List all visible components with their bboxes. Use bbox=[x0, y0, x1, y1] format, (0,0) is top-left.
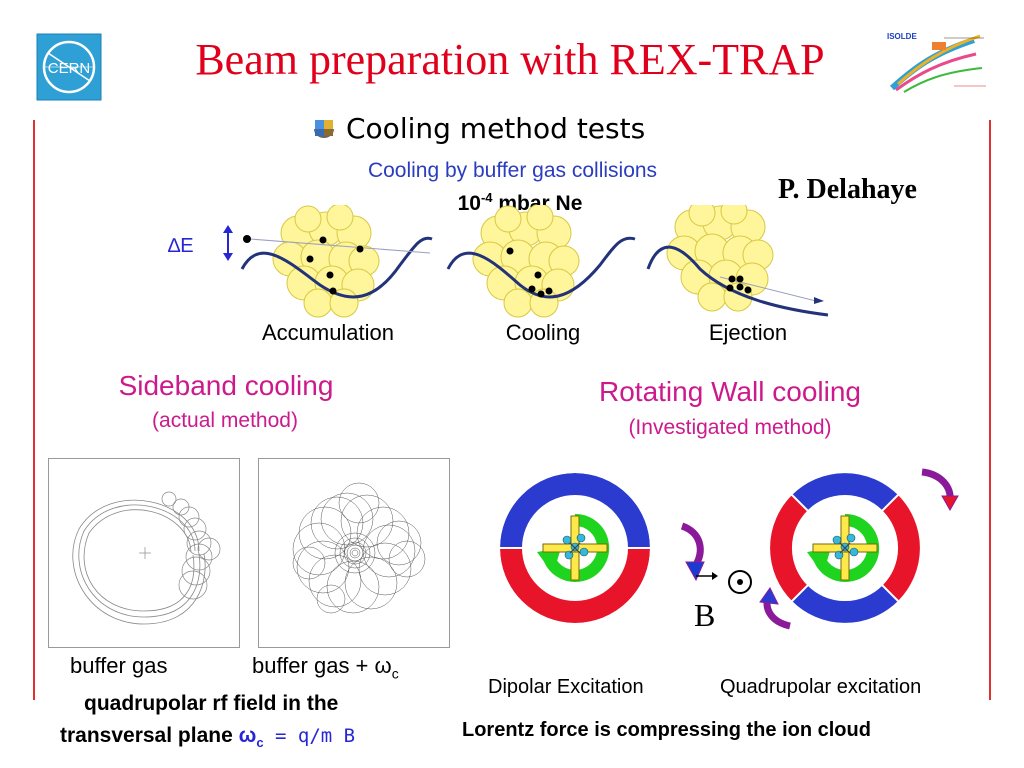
pressure-exponent: -4 bbox=[480, 190, 493, 205]
sideband-subtitle: (actual method) bbox=[152, 409, 298, 432]
delta-e-label: ∆E bbox=[168, 235, 194, 257]
sideband-title: Sideband cooling bbox=[118, 370, 334, 401]
lorentz-conclusion: Lorentz force is compressing the ion clo… bbox=[462, 719, 871, 741]
delta-e-arrow-icon bbox=[223, 225, 233, 261]
ejection-label: Ejection bbox=[708, 320, 788, 345]
quadrupolar-note-line1: quadrupolar rf field in the bbox=[84, 692, 339, 715]
section-heading: Cooling method tests bbox=[312, 110, 645, 146]
buffer-gas-orbit-panel bbox=[48, 458, 240, 648]
ejection-cloud bbox=[666, 197, 774, 312]
quadrupolar-ring bbox=[768, 471, 922, 625]
pressure-base: 10 bbox=[457, 192, 481, 215]
buffer-gas-caption: buffer gas bbox=[70, 653, 168, 678]
quadrupolar-label: Quadrupolar excitation bbox=[720, 676, 922, 698]
magnetic-field-icon bbox=[696, 570, 752, 594]
buffer-gas-diagram: ∆E bbox=[160, 197, 840, 330]
section-heading-text: Cooling method tests bbox=[346, 111, 646, 145]
isolde-logo: ISOLDE bbox=[884, 28, 994, 100]
cooling-label: Cooling bbox=[505, 320, 581, 345]
magnetic-field-label: B bbox=[694, 597, 715, 633]
pressure-label: 10-4 mbar Ne bbox=[420, 190, 620, 216]
svg-text:ISOLDE: ISOLDE bbox=[887, 32, 917, 41]
bullet-icon bbox=[314, 120, 334, 138]
author-name: P. Delahaye bbox=[778, 174, 917, 205]
cern-logo-icon: CERN bbox=[36, 33, 102, 101]
accumulation-label: Accumulation bbox=[261, 320, 395, 345]
buffer-gas-wc-caption-text: buffer gas + ω bbox=[252, 653, 392, 678]
left-border-line bbox=[33, 120, 35, 700]
cyclotron-formula: = q/m B bbox=[263, 725, 356, 747]
rotating-wall-subtitle: (Investigated method) bbox=[628, 416, 832, 439]
page-title: Beam preparation with REX-TRAP bbox=[195, 35, 825, 84]
omega-symbol: ω bbox=[238, 724, 257, 747]
cern-logo: CERN bbox=[36, 33, 102, 101]
rotating-wall-diagram: B bbox=[490, 450, 970, 650]
ejection-potential bbox=[646, 245, 829, 317]
buffer-gas-subtitle: Cooling by buffer gas collisions bbox=[367, 159, 658, 182]
dipolar-ring bbox=[497, 471, 653, 625]
buffer-gas-wc-orbit-plot bbox=[292, 482, 426, 614]
buffer-gas-wc-caption: buffer gas + ωc bbox=[252, 653, 399, 681]
transversal-plane-text: transversal plane bbox=[60, 724, 239, 747]
svg-text:CERN: CERN bbox=[48, 60, 91, 77]
accumulation-potential bbox=[240, 236, 433, 299]
cooling-potential bbox=[446, 236, 636, 299]
quadrupolar-note-line2: transversal plane ωc = q/m B bbox=[60, 724, 355, 750]
buffer-gas-orbit-plot bbox=[72, 491, 221, 625]
dipolar-label: Dipolar Excitation bbox=[488, 676, 644, 698]
rotating-wall-title: Rotating Wall cooling bbox=[599, 376, 861, 407]
omega-subscript: c bbox=[256, 735, 264, 751]
wc-subscript: c bbox=[391, 665, 399, 682]
isolde-beamline-icon: ISOLDE bbox=[887, 32, 986, 93]
buffer-gas-wc-orbit-panel bbox=[258, 458, 450, 648]
right-border-line bbox=[989, 120, 991, 700]
pressure-unit: mbar Ne bbox=[492, 192, 583, 215]
